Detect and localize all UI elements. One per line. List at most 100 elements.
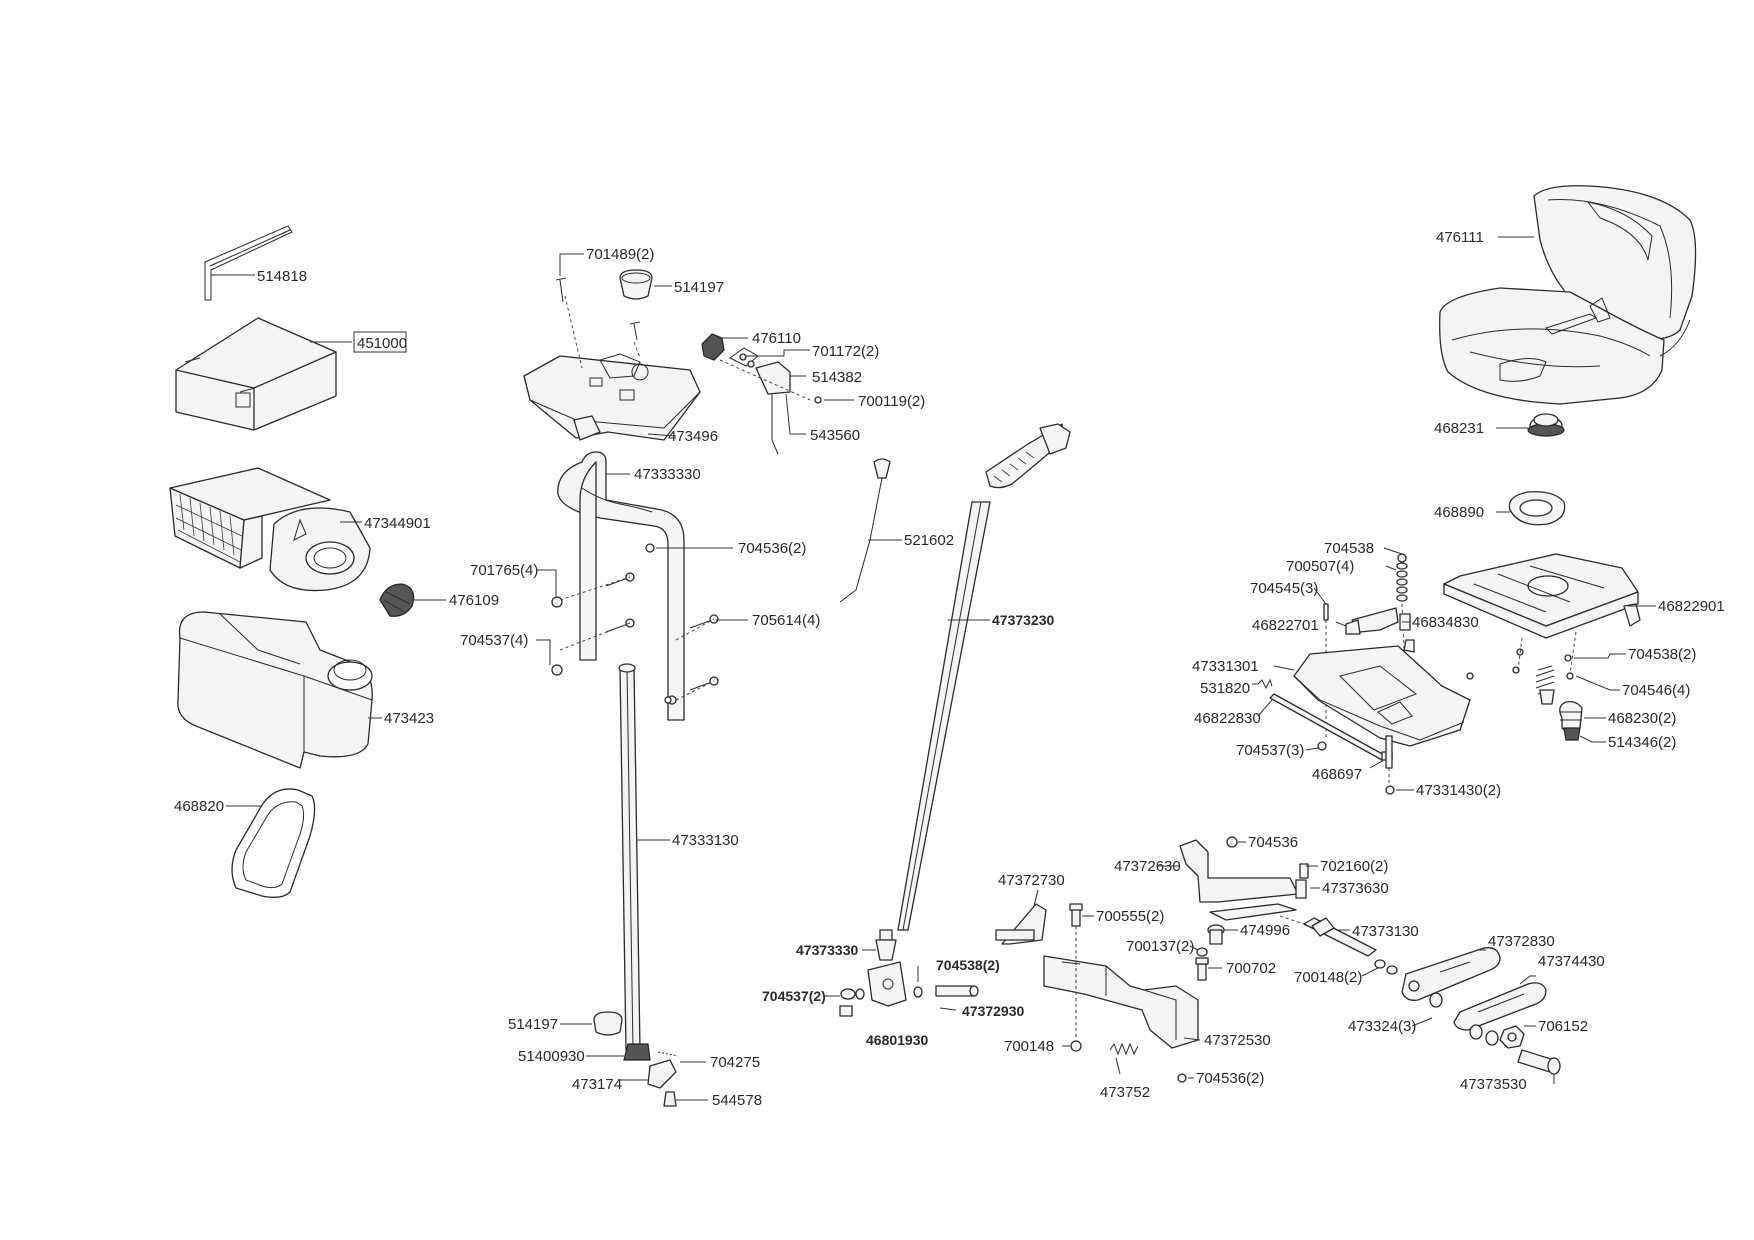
- seat-476111: [1439, 185, 1697, 405]
- label-476109: 476109: [449, 592, 499, 609]
- label-46801930: 46801930: [866, 1032, 929, 1048]
- label-705614: 705614(4): [752, 612, 820, 629]
- link-47372830: [1401, 947, 1501, 1001]
- label-468231: 468231: [1434, 420, 1484, 437]
- label-700148: 700148: [1004, 1038, 1054, 1055]
- clevis-46801930: [824, 961, 979, 1017]
- label-47331301: 47331301: [1192, 658, 1259, 675]
- handle-bolts: [559, 572, 748, 701]
- dipstick-521602: [839, 458, 902, 603]
- handle-bar-47333330: [557, 451, 685, 721]
- label-473324: 473324(3): [1348, 1018, 1416, 1035]
- label-47333130: 47333130: [672, 832, 739, 849]
- label-47372930: 47372930: [962, 1003, 1025, 1019]
- label-47373330: 47373330: [796, 942, 859, 958]
- label-701172: 701172(2): [812, 343, 879, 360]
- label-543560: 543560: [810, 427, 860, 444]
- label-514197-bottom: 514197: [508, 1016, 558, 1033]
- label-704537-seat: 704537(3): [1236, 742, 1304, 759]
- label-474996: 474996: [1240, 922, 1290, 939]
- washers-473324: [1411, 992, 1499, 1046]
- label-700137: 700137(2): [1126, 938, 1194, 955]
- label-704537-left: 704537(4): [460, 632, 528, 649]
- nut-706152: [1499, 1025, 1536, 1049]
- link-47374430: [1453, 975, 1547, 1031]
- frame-47331301: [1273, 639, 1471, 747]
- pivot-474996: [1207, 924, 1238, 945]
- label-700507: 700507(4): [1286, 558, 1354, 575]
- washers-700137-700702: [1189, 945, 1222, 981]
- label-47344901: 47344901: [364, 515, 431, 532]
- handle-nuts: [536, 569, 677, 705]
- label-514346: 514346(2): [1608, 734, 1676, 751]
- column-47333130: [618, 663, 670, 1051]
- pedal-47373230: [897, 423, 1071, 931]
- label-702160: 702160(2): [1320, 858, 1388, 875]
- label-468697: 468697: [1312, 766, 1362, 783]
- washer-704536-lower: [1177, 1073, 1194, 1083]
- label-47372530: 47372530: [1204, 1032, 1271, 1049]
- battery: [175, 317, 352, 431]
- spring-mounts-468230: [1535, 665, 1606, 743]
- label-704275: 704275: [710, 1054, 760, 1071]
- label-47372830: 47372830: [1488, 933, 1555, 950]
- label-47372630: 47372630: [1114, 858, 1181, 875]
- bolts-700555: [1069, 903, 1094, 1040]
- label-473174: 473174: [572, 1076, 622, 1093]
- label-514818: 514818: [257, 268, 307, 285]
- label-468820: 468820: [174, 798, 224, 815]
- label-704537-center: 704537(2): [762, 988, 826, 1004]
- label-521602: 521602: [904, 532, 954, 549]
- knob-468231: [1496, 413, 1565, 437]
- latch-46822701: [1335, 607, 1399, 635]
- fuel-cap: [379, 583, 446, 617]
- label-47373130: 47373130: [1352, 923, 1419, 940]
- washer-704536: [645, 543, 733, 553]
- label-706152: 706152: [1538, 1018, 1588, 1035]
- fuel-tank: [177, 611, 382, 769]
- label-468890: 468890: [1434, 504, 1484, 521]
- label-47372730: 47372730: [998, 872, 1065, 889]
- nut-704537-seat: [1305, 741, 1327, 751]
- washer-stack-704538: [1383, 547, 1408, 649]
- bolt-47373530: [1517, 1049, 1561, 1084]
- label-46822701: 46822701: [1252, 617, 1319, 634]
- label-531820: 531820: [1200, 680, 1250, 697]
- label-514197-top: 514197: [674, 279, 724, 296]
- label-704538-right: 704538(2): [1628, 646, 1696, 663]
- shift-lever-assembly: [719, 347, 854, 455]
- label-47331430: 47331430(2): [1416, 782, 1501, 799]
- label-704536-arm: 704536: [1248, 834, 1298, 851]
- label-704538-center: 704538(2): [936, 957, 1000, 973]
- shift-plate-screws: [555, 253, 641, 341]
- seat-plate-46822901: [1443, 553, 1656, 639]
- battery-tray: [169, 467, 371, 592]
- label-47373630: 47373630: [1322, 880, 1389, 897]
- bracket-47372530: [1043, 955, 1201, 1049]
- rod-end-47373330: [862, 929, 897, 961]
- bushing-514197-lower: [560, 1011, 623, 1036]
- column-bottom-fitting: [586, 1043, 708, 1107]
- label-704536-top: 704536(2): [738, 540, 806, 557]
- label-701489: 701489(2): [586, 246, 654, 263]
- label-468230: 468230(2): [1608, 710, 1676, 727]
- label-473496: 473496: [668, 428, 718, 445]
- battery-strap: [204, 225, 293, 301]
- label-700148-2: 700148(2): [1294, 969, 1362, 986]
- label-51400930: 51400930: [518, 1048, 585, 1065]
- label-451000: 451000: [357, 335, 407, 352]
- spring-473752: [1109, 1042, 1139, 1075]
- bracket-47372730: [995, 889, 1047, 945]
- label-544578: 544578: [712, 1092, 762, 1109]
- nut-700148: [1062, 1040, 1082, 1052]
- label-47373530: 47373530: [1460, 1076, 1527, 1093]
- part-labels: 514818 451000 47344901 476109 473423 468…: [174, 229, 1725, 1109]
- grommet-514197: [619, 269, 672, 300]
- shift-plate: [523, 295, 701, 441]
- label-700119: 700119(2): [858, 393, 925, 410]
- label-704536-lower: 704536(2): [1196, 1070, 1264, 1087]
- label-704546: 704546(4): [1622, 682, 1690, 699]
- bracket-468890: [1496, 491, 1566, 526]
- label-47374430: 47374430: [1538, 953, 1605, 970]
